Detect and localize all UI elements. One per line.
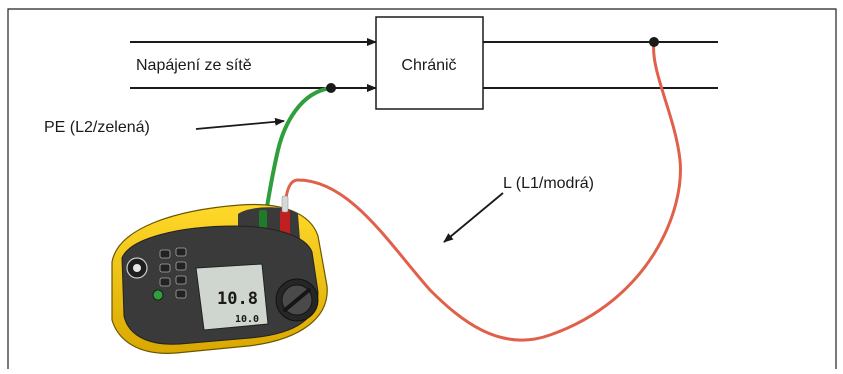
supply-label: Napájení ze sítě [136,57,252,74]
figure-frame [7,8,837,369]
keypad-button [175,289,187,299]
lcd-primary-reading: 10.8 [217,289,258,309]
rcd-box [375,16,484,110]
l-lead-cable [283,40,682,342]
l-plug [280,210,290,238]
green-test-button [152,289,164,301]
installation-tester: 10.8 10.0 [111,195,328,354]
keypad-button [159,263,171,273]
lcd-display [195,263,269,331]
pe-connection-dot [326,83,336,93]
keypad-button [175,247,187,257]
pe-label-arrow [195,117,285,130]
pe-lead-cable [263,86,333,222]
rcd-label: Chránič [401,57,456,74]
keypad-button [175,275,187,285]
test-button-center [133,264,141,272]
pe-lead-label: PE (L2/zelená) [44,119,150,136]
l-plug-cap [281,195,289,213]
l-label-arrow [443,192,504,243]
l-connection-dot [649,37,659,47]
keypad-button [175,261,187,271]
l-lead-label: L (L1/modrá) [503,175,594,192]
keypad-button [159,249,171,259]
lcd-secondary-reading: 10.0 [235,314,259,325]
rotary-switch-grip [283,288,311,312]
keypad-button [159,277,171,287]
